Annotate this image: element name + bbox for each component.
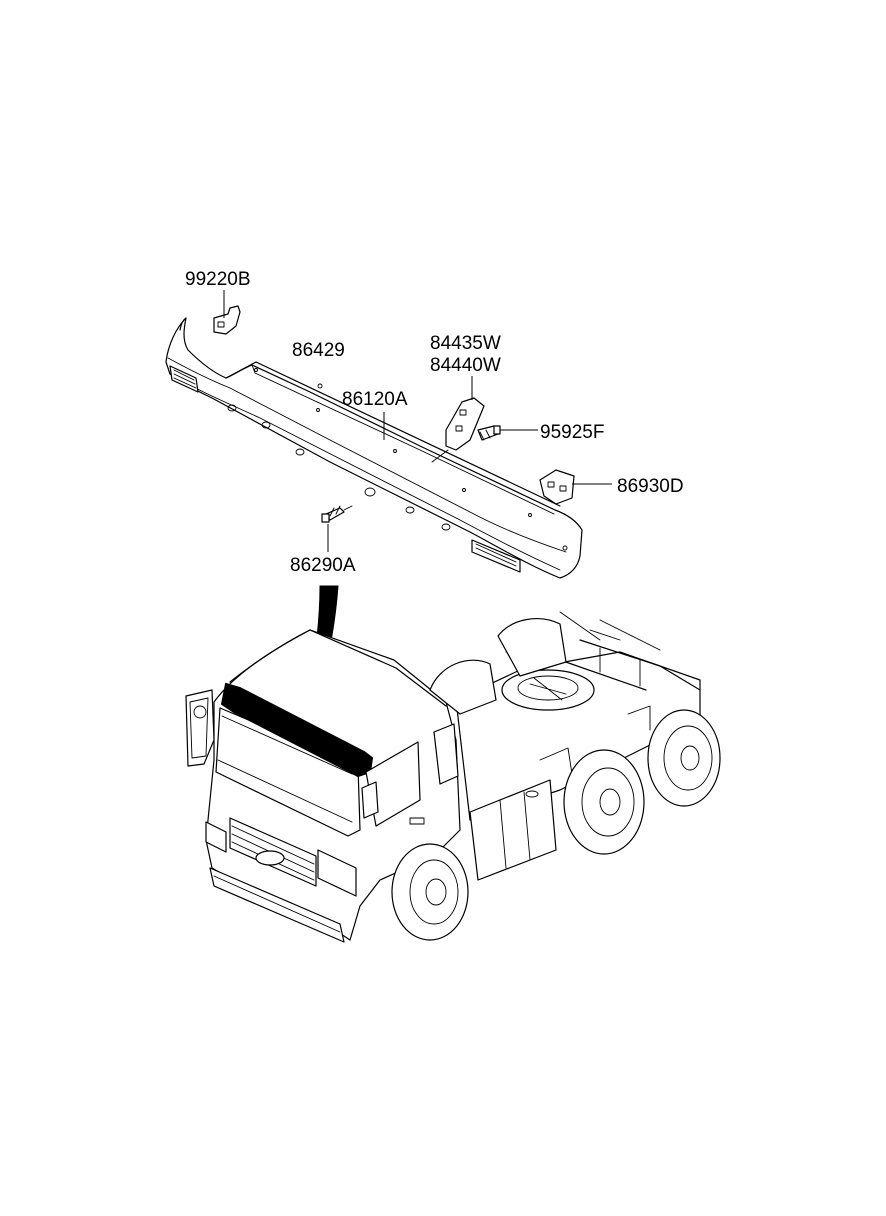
label-86429: 86429 (292, 340, 345, 361)
label-86930d: 86930D (617, 476, 684, 497)
label-86120a: 86120A (342, 389, 408, 410)
bracket-99220b (213, 290, 241, 335)
clip-86429 (317, 383, 323, 389)
screw-86290a (321, 505, 353, 552)
label-84440w: 84440W (430, 355, 501, 376)
screw-95925f (477, 425, 538, 441)
bracket-84435w (431, 376, 485, 463)
label-99220b: 99220B (185, 269, 251, 290)
bracket-86930d (539, 469, 612, 505)
visor-body (165, 317, 583, 579)
visor-assembly (165, 317, 583, 579)
label-95925f: 95925F (540, 422, 605, 443)
label-84435w: 84435W (430, 333, 501, 354)
truck-illustration (185, 611, 721, 943)
label-86290a: 86290A (290, 555, 356, 576)
